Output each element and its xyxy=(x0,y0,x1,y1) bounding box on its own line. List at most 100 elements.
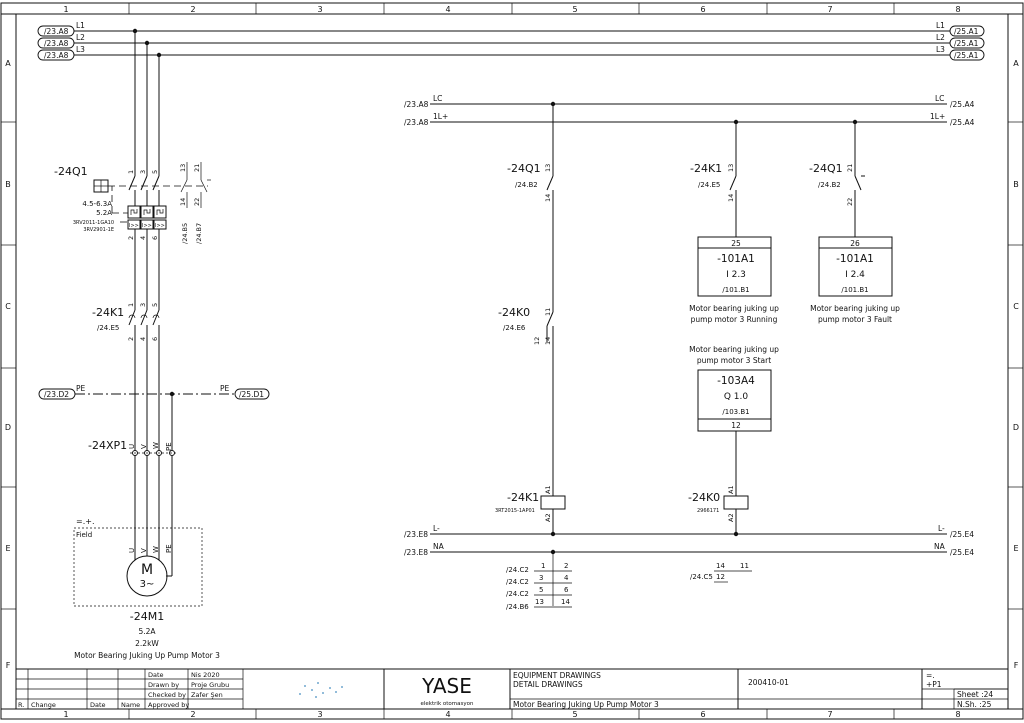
contact-xref: /24.C5 xyxy=(690,573,713,581)
rail-xref: /23.A8 xyxy=(404,118,429,127)
terminal-number: 2 xyxy=(564,562,568,570)
contact-xref: /24.C2 xyxy=(506,578,529,586)
coil-part-number: 2966171 xyxy=(697,508,719,514)
aux-contact-tag: -24K1 xyxy=(690,162,722,175)
coil-terminal: A2 xyxy=(727,513,735,522)
plc-output-channel: 12 xyxy=(731,421,741,430)
terminal-number: 13 xyxy=(179,164,187,172)
plc-address: I 2.3 xyxy=(726,270,746,280)
field-label: Field xyxy=(76,531,92,539)
plc-output-description: pump motor 3 Start xyxy=(697,356,771,365)
motor-terminal-label: PE xyxy=(165,544,173,553)
tb-value: Zafer Şen xyxy=(191,691,223,699)
terminal-number: 14 xyxy=(727,194,735,202)
magnetic-trip-mark: I>> xyxy=(155,223,165,229)
motor-location: =.+. xyxy=(76,517,95,526)
xref-pill xyxy=(37,37,75,49)
aux-contact-xref: /24.E5 xyxy=(698,181,720,189)
plc-channel: 26 xyxy=(850,239,860,248)
terminal-strip: -24XP1 U V W PE xyxy=(88,439,178,576)
xref-pill xyxy=(949,37,985,49)
coil-tag: -24K1 xyxy=(507,491,539,504)
plc-description: Motor bearing juking up xyxy=(810,304,900,313)
tb-label: Drawn by xyxy=(148,681,179,689)
rail-label: 1L+ xyxy=(930,112,945,121)
changeover-contact-tag: -24K0 xyxy=(498,306,530,319)
changeover-contact-xref: /24.E6 xyxy=(503,324,526,332)
plc-output-tag: -103A4 xyxy=(717,375,755,387)
main-contactor: 1 3 5 2 4 6 -24K1 /24.E5 xyxy=(92,303,160,590)
breaker-setting: 4.5-6.3A xyxy=(82,200,112,208)
company-logo: YASE xyxy=(421,674,472,698)
control-branch-running: -24K1 /24.E5 13 14 25 -101A1 I 2.3 /101.… xyxy=(689,122,779,324)
row-label: A xyxy=(5,59,11,68)
terminal-number: 13 xyxy=(544,164,552,172)
row-label: A xyxy=(1013,59,1019,68)
plc-output-description: Motor bearing juking up xyxy=(689,345,779,354)
terminal-label: W xyxy=(152,442,160,449)
contactor-tag: -24K1 xyxy=(92,306,124,319)
bus-xref-left: /23.A8 xyxy=(44,27,69,36)
control-branch-fault: -24Q1 /24.B2 21 22 26 -101A1 I 2.4 /101.… xyxy=(809,122,900,324)
control-branch-start: -24Q1 /24.B2 13 14 -24K0 /24.E6 11 12 14… xyxy=(495,104,572,611)
power-bus: /23.A8 /23.A8 /23.A8 /25.A1 /25.A1 /25.A… xyxy=(37,21,985,61)
terminal-number: 4 xyxy=(139,236,147,240)
doc-title: Motor Bearing Juking Up Pump Motor 3 xyxy=(513,700,659,709)
tb-label: Checked by xyxy=(148,691,186,699)
next-sheet: N.Sh. :25 xyxy=(957,700,992,709)
magnetic-trip-mark: I>> xyxy=(129,223,139,229)
motor: =.+. Field U V W PE M 3~ -24M1 5.2A 2.2k… xyxy=(73,517,220,660)
col-label: 1 xyxy=(63,710,68,719)
plc-description: pump motor 3 Fault xyxy=(818,315,892,324)
col-label: 4 xyxy=(445,710,450,719)
terminal-number: 3 xyxy=(139,170,147,174)
terminal-number: 22 xyxy=(846,198,854,206)
col-label: 8 xyxy=(955,5,960,14)
contact-xref: /24.C2 xyxy=(506,590,529,598)
breaker-part-number: 3RV2901-1E xyxy=(83,227,114,233)
plc-tag: -101A1 xyxy=(836,253,874,265)
terminal-number: 5 xyxy=(151,170,159,174)
terminal-number: 21 xyxy=(193,164,201,172)
terminal-number: 2 xyxy=(127,236,135,240)
motor-current: 5.2A xyxy=(138,627,156,636)
k1-contact-list: /24.C2 1 2 /24.C2 3 4 /24.C2 5 6 /24.B6 … xyxy=(506,562,572,611)
terminal-number: 3 xyxy=(539,574,543,582)
col-label: 2 xyxy=(190,5,195,14)
terminal-number: 11 xyxy=(544,308,552,316)
location-2: +P1 xyxy=(926,680,942,689)
terminal-number: 6 xyxy=(564,586,569,594)
rail-xref: /25.E4 xyxy=(950,548,974,557)
motor-symbol: M xyxy=(141,562,153,578)
phase-label: L1 xyxy=(76,21,85,30)
bus-xref-left: /23.A8 xyxy=(44,51,69,60)
rail-label: NA xyxy=(433,542,445,551)
terminal-number: 6 xyxy=(151,337,159,341)
terminal-number: 13 xyxy=(727,164,735,172)
aux-contact-xref: /24.B2 xyxy=(515,181,538,189)
tb-rev-col: Date xyxy=(90,701,106,709)
terminal-number: 14 xyxy=(561,598,570,606)
tb-label: Approved by xyxy=(148,701,189,709)
plc-output-ref: /103.B1 xyxy=(722,408,749,416)
k0-contact-list: 14 11 /24.C5 12 xyxy=(690,562,752,583)
magnetic-trip-mark: I>> xyxy=(142,223,152,229)
plc-channel: 25 xyxy=(731,239,741,248)
motor-breaker: I>> I>> I>> 1 3 5 13 21 2 4 6 14 xyxy=(54,31,211,310)
terminal-number: 2 xyxy=(127,337,135,341)
col-label: 3 xyxy=(317,5,322,14)
motor-power: 2.2kW xyxy=(135,639,159,648)
terminal-number: 14 xyxy=(544,337,552,345)
tb-value: Nis 2020 xyxy=(191,671,220,679)
rail-label: 1L+ xyxy=(433,112,448,121)
terminal-number: 1 xyxy=(541,562,545,570)
company-sub: elektrik otomasyon xyxy=(421,701,474,707)
row-label: E xyxy=(5,544,10,553)
row-label: B xyxy=(1013,180,1019,189)
sheet-number: Sheet :24 xyxy=(957,690,993,699)
xref-pill xyxy=(949,49,985,61)
terminal-number: 14 xyxy=(544,194,552,202)
pe-bus: /23.D2 /25.D1 PE PE xyxy=(38,384,270,450)
